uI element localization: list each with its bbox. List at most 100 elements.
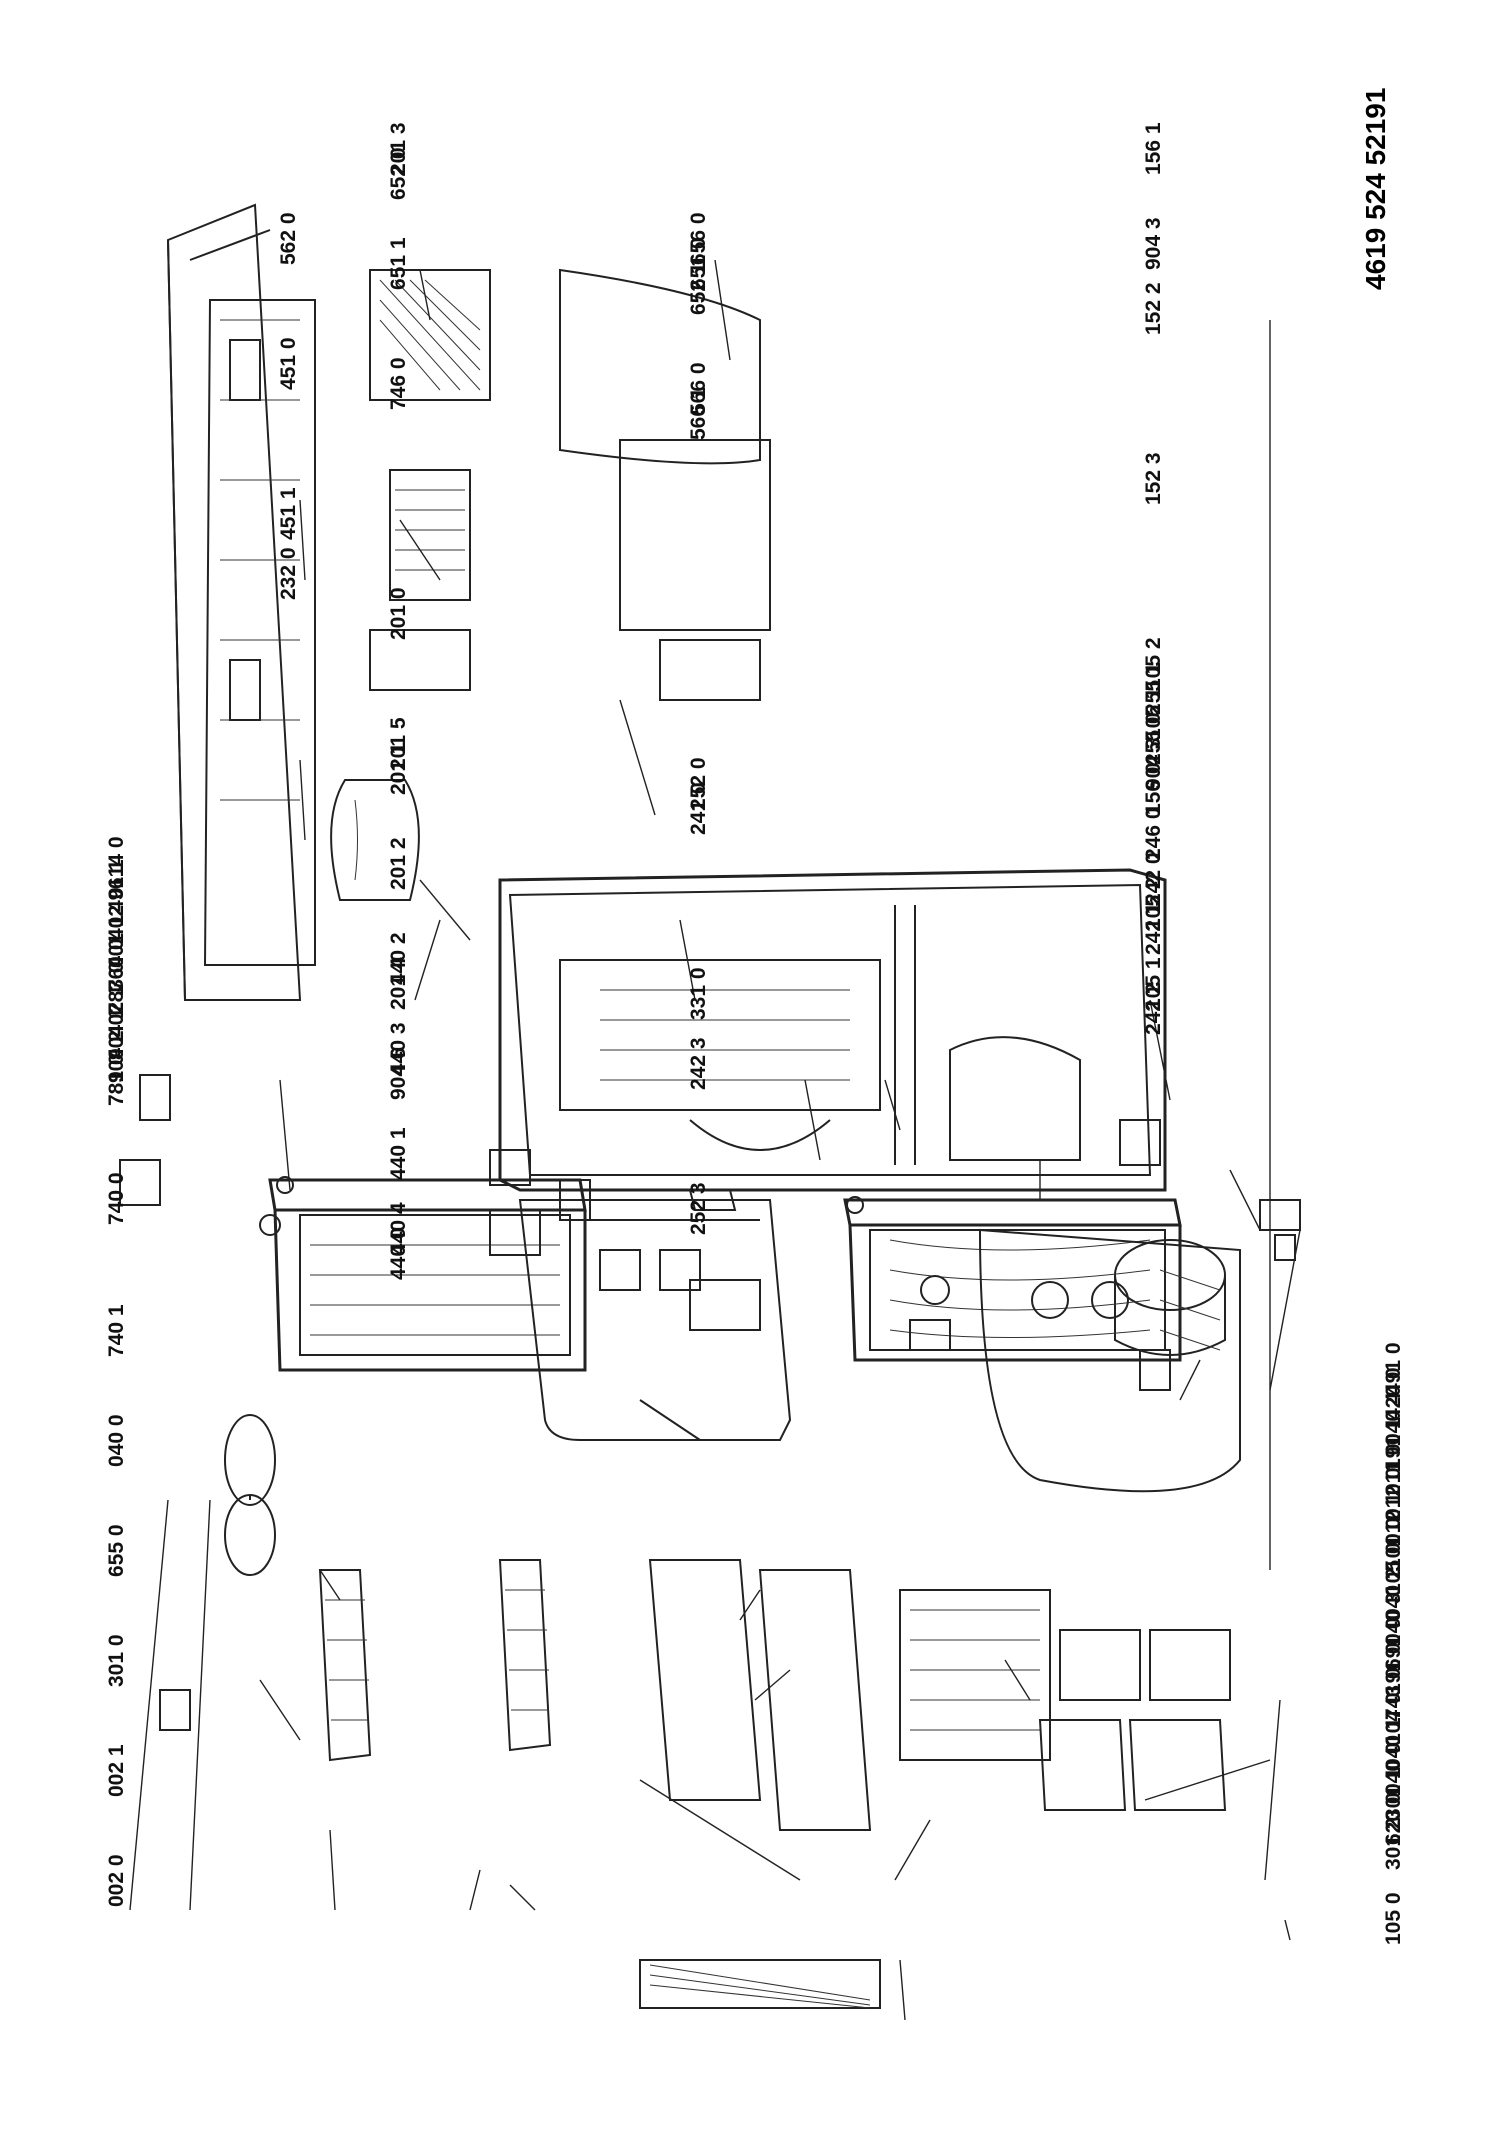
label-040-0-mid: 040 0 bbox=[1382, 1742, 1405, 1795]
label-101-0: 101 0 bbox=[1382, 1517, 1405, 1570]
label-105-0-top: 105 0 bbox=[1382, 1892, 1405, 1945]
label-104-0: 104 0 bbox=[1382, 1692, 1405, 1745]
label-105-0-mid: 105 0 bbox=[1382, 1542, 1405, 1595]
label-451-1: 451 1 bbox=[277, 487, 300, 540]
fan-assembly-part bbox=[909, 1275, 1171, 1391]
label-252-3: 252 3 bbox=[687, 1182, 710, 1235]
label-740-1: 740 1 bbox=[105, 1304, 128, 1357]
label-012-0: 012 0 bbox=[1382, 1467, 1405, 1520]
label-440-2: 440 2 bbox=[387, 932, 410, 985]
cabinet-body-part bbox=[498, 868, 1167, 1192]
document-number: 4619 524 52191 bbox=[1360, 88, 1391, 290]
label-440-3: 440 3 bbox=[387, 1022, 410, 1075]
label-241-0: 241 0 bbox=[687, 782, 710, 835]
label-105-2-b: 105 2 bbox=[1142, 877, 1165, 930]
label-440-1: 440 1 bbox=[387, 1127, 410, 1180]
label-152-2: 152 2 bbox=[1142, 282, 1165, 335]
label-156-1: 156 1 bbox=[1142, 122, 1165, 175]
part-labels: 002 0 002 1 301 0 655 0 040 0 740 1 740 … bbox=[105, 122, 1405, 1945]
label-764-0: 764 0 bbox=[105, 938, 128, 991]
compressor-part bbox=[1114, 1239, 1226, 1356]
insulation-strip-part bbox=[639, 1959, 881, 2009]
label-242-0: 242 0 bbox=[1142, 852, 1165, 905]
label-651-0: 651 0 bbox=[687, 237, 710, 290]
label-402-1: 402 1 bbox=[105, 984, 128, 1037]
label-201-3: 201 3 bbox=[387, 122, 410, 175]
label-743-0: 743 0 bbox=[1382, 1667, 1405, 1720]
label-105-1-b: 105 1 bbox=[1142, 957, 1165, 1010]
small-fittings-part bbox=[119, 1074, 737, 1236]
evaporator-part bbox=[369, 269, 491, 691]
label-566-1: 566 1 bbox=[687, 387, 710, 440]
label-002-1: 002 1 bbox=[105, 1744, 128, 1797]
bottle-shelves-part bbox=[159, 1559, 552, 1762]
label-566-0: 566 0 bbox=[687, 362, 710, 415]
label-191-1: 191 1 bbox=[1382, 1417, 1405, 1470]
label-201-1: 201 1 bbox=[387, 742, 410, 795]
label-002-0: 002 0 bbox=[105, 1854, 128, 1907]
label-301-2: 301 2 bbox=[1382, 1817, 1405, 1870]
label-201-5: 201 5 bbox=[387, 717, 410, 770]
label-242-1: 242 1 bbox=[1142, 902, 1165, 955]
label-301-0: 301 0 bbox=[105, 1634, 128, 1687]
label-655-0: 655 0 bbox=[105, 1524, 128, 1577]
label-191-0: 191 0 bbox=[1382, 1642, 1405, 1695]
hinge-cover-part bbox=[330, 779, 420, 901]
leader-lines bbox=[129, 259, 1301, 2021]
label-402-0: 402 0 bbox=[105, 887, 128, 940]
label-040-2: 040 2 bbox=[1382, 1567, 1405, 1620]
label-904-2: 904 2 bbox=[105, 1030, 128, 1083]
label-740-0: 740 0 bbox=[105, 1172, 128, 1225]
label-040-1: 040 1 bbox=[1382, 1717, 1405, 1770]
label-904-1: 904 1 bbox=[105, 1007, 128, 1060]
label-491-0: 491 0 bbox=[1382, 1342, 1405, 1395]
label-105-2-a: 105 2 bbox=[1142, 637, 1165, 690]
fridge-door-part bbox=[268, 1176, 761, 1372]
label-156-0: 156 0 bbox=[1142, 762, 1165, 815]
label-440-4: 440 4 bbox=[387, 1202, 410, 1255]
label-652-0: 652 0 bbox=[387, 147, 410, 200]
label-201-4: 201 4 bbox=[387, 957, 410, 1010]
label-001-1: 001 1 bbox=[105, 915, 128, 968]
label-201-2: 201 2 bbox=[387, 837, 410, 890]
label-011-0: 011 0 bbox=[1382, 1444, 1405, 1495]
label-242-2: 242 2 bbox=[1142, 982, 1165, 1035]
control-bracket-part bbox=[978, 1228, 1241, 1493]
label-904-6: 904 6 bbox=[387, 1047, 410, 1100]
label-105-1-a: 105 1 bbox=[1142, 687, 1165, 740]
label-614-0: 614 0 bbox=[105, 836, 128, 889]
label-451-0: 451 0 bbox=[277, 337, 300, 390]
label-620-0: 620 0 bbox=[1382, 1792, 1405, 1845]
top-cover-part bbox=[166, 203, 302, 1001]
label-420-0: 420 0 bbox=[1382, 1367, 1405, 1420]
label-201-0: 201 0 bbox=[387, 587, 410, 640]
label-746-0: 746 0 bbox=[387, 357, 410, 410]
label-652-1: 652 1 bbox=[687, 262, 710, 315]
label-255-0: 255 0 bbox=[1142, 712, 1165, 765]
label-656-0: 656 0 bbox=[687, 212, 710, 265]
label-246-0: 246 0 bbox=[1142, 807, 1165, 860]
label-040-3: 040 3 bbox=[1382, 1592, 1405, 1645]
label-242-3: 242 3 bbox=[687, 1037, 710, 1090]
label-904-3-a: 904 3 bbox=[1142, 217, 1165, 270]
label-012-1: 012 1 bbox=[1382, 1492, 1405, 1545]
control-panel-part bbox=[518, 1199, 792, 1441]
top-panel-part bbox=[203, 299, 316, 966]
freezer-drawers-part bbox=[1038, 1629, 1231, 1811]
label-040-4: 040 4 bbox=[1382, 1392, 1405, 1445]
label-040-0-left: 040 0 bbox=[105, 1414, 128, 1467]
glass-shelves-part bbox=[648, 1559, 1051, 1831]
label-440-0: 440 0 bbox=[387, 1227, 410, 1280]
lamp-assembly-part bbox=[224, 1414, 276, 1576]
label-781-0: 781 0 bbox=[105, 1053, 128, 1106]
label-651-1: 651 1 bbox=[387, 237, 410, 290]
label-255-1: 255 1 bbox=[1142, 662, 1165, 715]
label-232-0: 232 0 bbox=[277, 547, 300, 600]
label-691-0: 691 0 bbox=[1382, 1617, 1405, 1670]
label-331-0: 331 0 bbox=[687, 967, 710, 1020]
label-562-0: 562 0 bbox=[277, 212, 300, 265]
vegetable-drawer-part bbox=[559, 268, 771, 701]
relay-part bbox=[1259, 1199, 1301, 1261]
label-301-1: 301 1 bbox=[1382, 1767, 1405, 1820]
